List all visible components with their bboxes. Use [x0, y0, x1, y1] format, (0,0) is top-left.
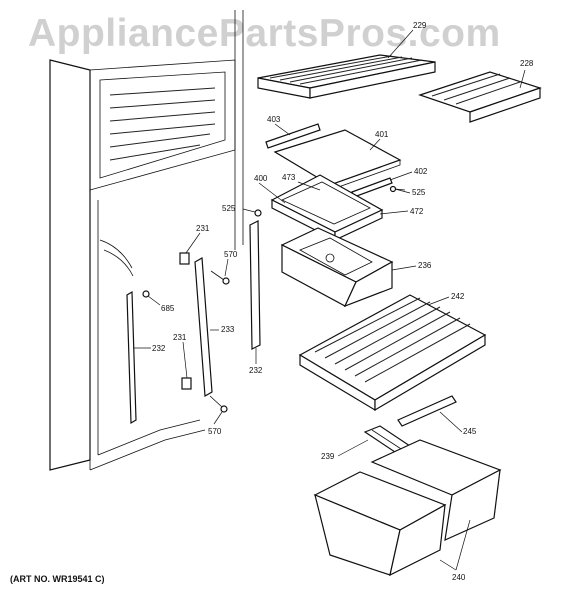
- crisper-drawers-240: [313, 439, 502, 577]
- label-402: 402: [414, 167, 428, 176]
- part-labels: 229 228 403 401 402 400 473 525 525 472 …: [152, 21, 534, 582]
- label-231-top: 231: [196, 224, 210, 233]
- rail-232-left: [126, 290, 137, 425]
- label-229: 229: [413, 21, 427, 30]
- drawer-236: [280, 227, 394, 308]
- label-473: 473: [282, 173, 296, 182]
- label-232-left: 232: [152, 344, 166, 353]
- rail-232-right: [249, 220, 261, 350]
- label-525-right: 525: [412, 188, 426, 197]
- label-231-bottom: 231: [173, 333, 187, 342]
- bracket-231-bottom: [181, 377, 192, 390]
- label-245: 245: [463, 427, 477, 436]
- label-525-left: 525: [222, 204, 236, 213]
- refrigerator-cabinet: [49, 10, 244, 471]
- label-233: 233: [221, 325, 235, 334]
- shelf-frame-400: [270, 174, 384, 241]
- label-236: 236: [418, 261, 432, 270]
- shelf-228: [418, 71, 542, 123]
- label-685: 685: [161, 304, 175, 313]
- shelf-242: [298, 294, 487, 412]
- label-242: 242: [451, 292, 465, 301]
- art-number: (ART NO. WR19541 C): [10, 574, 105, 584]
- trim-403: [265, 123, 321, 149]
- label-403: 403: [267, 115, 281, 124]
- leader-lines: [134, 29, 526, 571]
- trim-245: [397, 395, 457, 427]
- label-400: 400: [254, 174, 268, 183]
- label-472: 472: [410, 207, 424, 216]
- label-570-bottom: 570: [208, 427, 222, 436]
- screw-570-top: [210, 270, 230, 285]
- screw-685: [142, 290, 150, 298]
- label-240: 240: [452, 573, 466, 582]
- bracket-231-top: [179, 252, 190, 265]
- label-232-right: 232: [249, 366, 263, 375]
- screw-570-bottom: [209, 395, 228, 413]
- label-570-top: 570: [224, 250, 238, 259]
- label-239: 239: [321, 452, 335, 461]
- rail-233: [194, 257, 213, 397]
- label-228: 228: [520, 59, 534, 68]
- trim-402: [351, 177, 393, 198]
- shelf-229: [257, 54, 436, 99]
- screw-525-left: [254, 209, 262, 217]
- label-401: 401: [375, 130, 389, 139]
